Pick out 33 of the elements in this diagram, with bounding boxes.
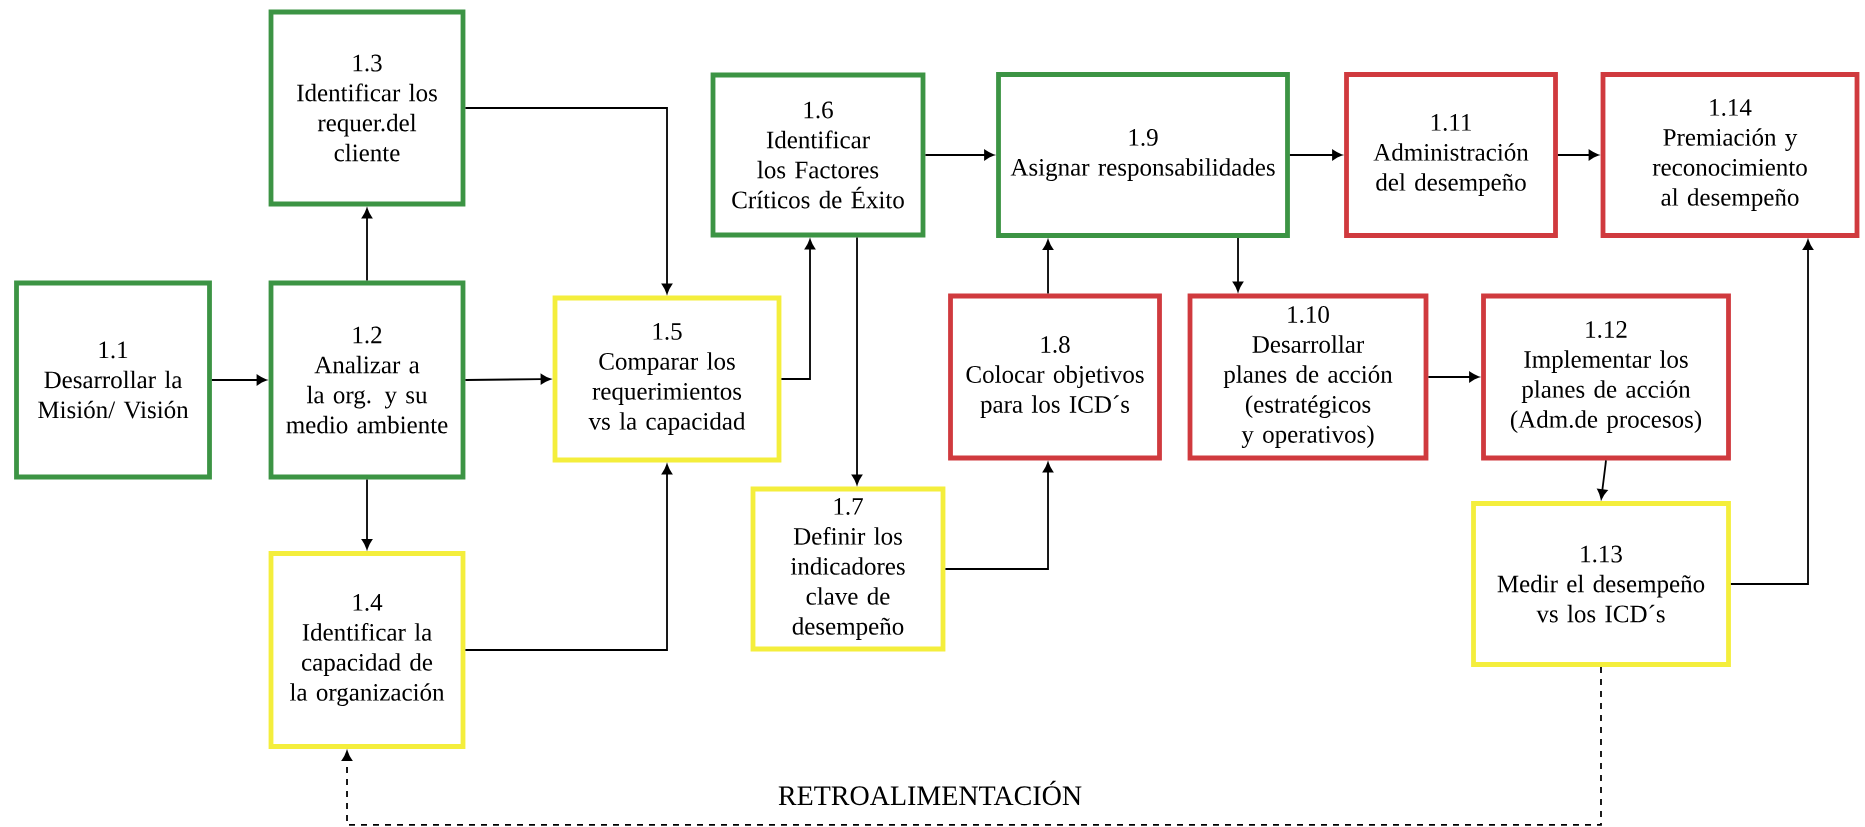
process-box: 1.2 Analizar a la org. y su medio ambiente bbox=[268, 280, 466, 480]
feedback-arrow bbox=[341, 666, 1602, 826]
arrow bbox=[211, 374, 267, 386]
process-box: 1.13 Medir el desempeño vs los ICD´s bbox=[1471, 501, 1731, 667]
process-box: 1.5 Comparar los requerimientos vs la capacidad bbox=[552, 295, 782, 463]
arrow bbox=[464, 107, 673, 294]
process-box: 1.11 Administración del desempeño bbox=[1344, 72, 1558, 238]
arrow bbox=[780, 239, 816, 380]
process-box: 1.12 Implementar los planes de acción (Adm.de procesos) bbox=[1481, 293, 1731, 461]
arrow bbox=[1730, 239, 1814, 585]
arrow bbox=[361, 208, 373, 282]
arrow bbox=[1042, 239, 1054, 295]
arrow bbox=[361, 478, 373, 550]
arrow bbox=[924, 149, 995, 161]
arrow bbox=[1557, 149, 1599, 161]
arrow bbox=[464, 464, 673, 651]
arrow bbox=[1289, 149, 1343, 161]
process-box: 1.4 Identificar la capacidad de la organización bbox=[268, 551, 466, 749]
edge-label: RETROALIMENTACIÓN bbox=[775, 778, 1085, 808]
process-box: 1.14 Premiación y reconocimiento al desempeño bbox=[1600, 72, 1860, 238]
arrow bbox=[851, 236, 863, 485]
process-box: 1.1 Desarrollar la Misión/ Visión bbox=[14, 280, 212, 480]
process-box: 1.8 Colocar objetivos para los ICD´s bbox=[948, 293, 1162, 461]
arrow bbox=[1232, 237, 1244, 292]
arrow bbox=[464, 374, 551, 385]
process-box: 1.7 Definir los indicadores clave de desempeño bbox=[750, 486, 946, 652]
process-box: 1.3 Identificar los requer.del cliente bbox=[268, 9, 466, 207]
process-box: 1.10 Desarrollar planes de acción (estratégicos y operativos) bbox=[1187, 293, 1429, 461]
arrow bbox=[1427, 371, 1480, 383]
process-box: 1.9 Asignar responsabilidades bbox=[996, 72, 1290, 238]
arrow bbox=[1597, 459, 1608, 500]
arrow bbox=[944, 462, 1054, 570]
process-box: 1.6 Identificar los Factores Críticos de Éxito bbox=[710, 72, 926, 238]
